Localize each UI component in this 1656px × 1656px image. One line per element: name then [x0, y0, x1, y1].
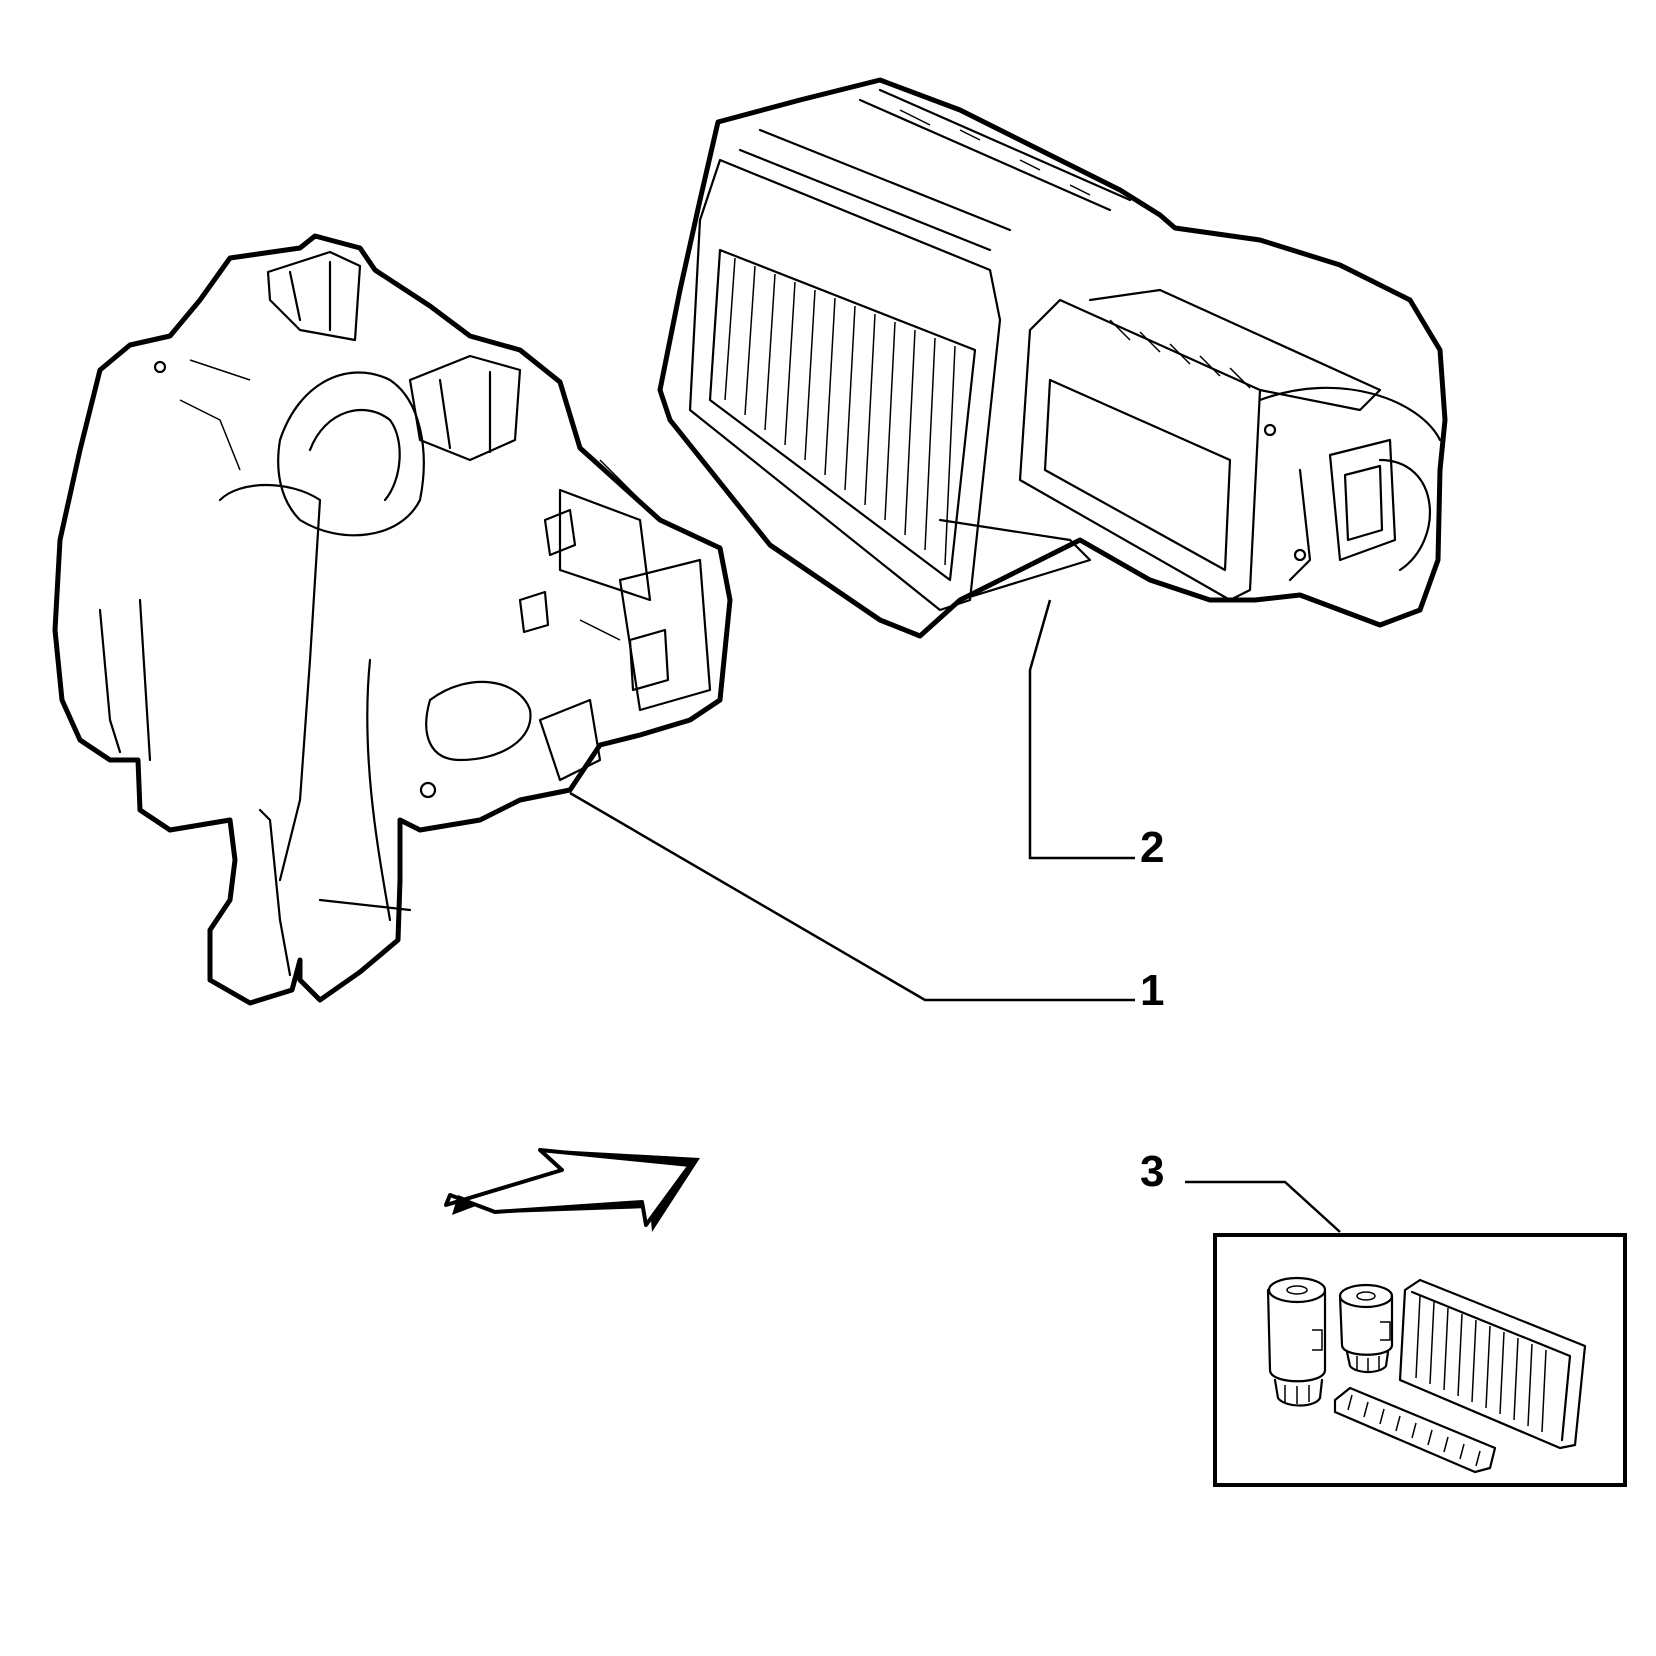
- leader-line-3: [1185, 1180, 1341, 1233]
- oil-filter-tall: [1266, 1276, 1327, 1407]
- filter-kit-frame: [1213, 1233, 1627, 1487]
- cabin-filter: [1333, 1386, 1497, 1474]
- callout-2: 2: [1140, 823, 1164, 872]
- callout-1: 1: [1140, 966, 1164, 1015]
- view-direction-arrow-icon: [444, 1148, 700, 1232]
- leader-line-2: [1028, 599, 1135, 860]
- evaporator-housing-illustration[interactable]: [657, 77, 1448, 639]
- leader-line-1: [569, 791, 1135, 1002]
- callout-3: 3: [1140, 1147, 1164, 1196]
- air-filter-panel: [1398, 1278, 1587, 1450]
- heater-unit-illustration[interactable]: [52, 233, 733, 1006]
- filter-kit-illustration[interactable]: [1213, 1233, 1627, 1487]
- leader-lines: [569, 599, 1341, 1233]
- oil-filter-short: [1338, 1283, 1394, 1374]
